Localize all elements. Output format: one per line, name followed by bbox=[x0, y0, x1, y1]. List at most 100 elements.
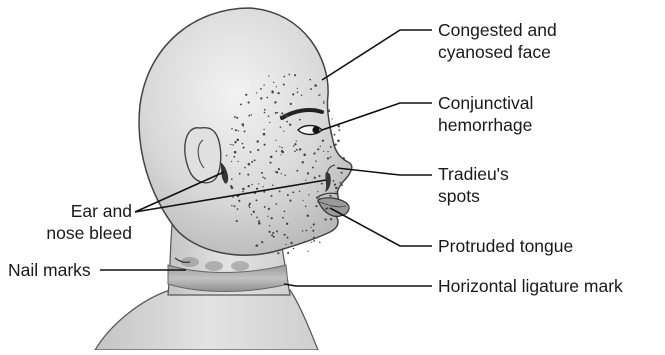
petechia-dot bbox=[334, 134, 336, 136]
label-ear-nose: Ear and nose bleed bbox=[10, 200, 132, 244]
petechia-dot bbox=[280, 154, 281, 155]
petechia-dot bbox=[305, 206, 307, 208]
petechia-dot bbox=[240, 103, 242, 105]
petechia-dot bbox=[268, 115, 270, 117]
petechia-dot bbox=[299, 119, 301, 121]
petechia-dot bbox=[287, 194, 289, 196]
label-tongue: Protruded tongue bbox=[438, 235, 573, 257]
petechia-dot bbox=[262, 186, 263, 187]
petechia-dot bbox=[330, 218, 332, 220]
petechia-dot bbox=[282, 217, 284, 219]
petechia-dot bbox=[236, 117, 238, 119]
petechia-dot bbox=[258, 220, 260, 222]
petechia-dot bbox=[335, 191, 336, 192]
petechia-dot bbox=[258, 183, 259, 184]
petechia-dot bbox=[323, 101, 324, 102]
petechia-dot bbox=[263, 129, 264, 130]
petechia-dot bbox=[279, 190, 281, 192]
petechia-dot bbox=[272, 184, 274, 186]
petechia-dot bbox=[264, 109, 266, 111]
petechia-dot bbox=[230, 144, 231, 145]
label-conjunctival-line1: Conjunctival bbox=[438, 92, 533, 114]
petechia-dot bbox=[275, 171, 276, 172]
leader-ligature bbox=[284, 284, 432, 286]
petechia-dot bbox=[285, 115, 287, 117]
petechia-dot bbox=[331, 118, 332, 119]
petechia-dot bbox=[314, 108, 316, 110]
petechia-dot bbox=[260, 97, 262, 99]
petechia-dot bbox=[296, 140, 297, 141]
petechia-dot bbox=[276, 151, 278, 153]
petechia-dot bbox=[264, 112, 266, 114]
leader-face bbox=[322, 30, 432, 80]
petechia-dot bbox=[271, 234, 273, 236]
petechia-dot bbox=[273, 236, 275, 238]
petechia-dot bbox=[264, 177, 266, 179]
petechia-dot bbox=[266, 97, 268, 99]
petechia-dot bbox=[234, 116, 236, 118]
petechia-dot bbox=[302, 161, 304, 163]
petechia-dot bbox=[327, 151, 328, 152]
petechia-dot bbox=[262, 176, 264, 178]
label-nail: Nail marks bbox=[8, 259, 98, 281]
petechia-dot bbox=[268, 75, 269, 76]
petechia-dot bbox=[341, 172, 343, 174]
petechia-dot bbox=[263, 133, 266, 136]
petechia-dot bbox=[323, 102, 325, 104]
petechia-dot bbox=[269, 162, 271, 164]
petechia-dot bbox=[307, 172, 309, 174]
label-face-line2: cyanosed face bbox=[438, 41, 557, 63]
petechia-dot bbox=[292, 93, 294, 95]
petechia-dot bbox=[260, 88, 262, 90]
petechia-dot bbox=[284, 114, 285, 115]
petechia-dot bbox=[251, 184, 252, 185]
petechia-dot bbox=[330, 133, 332, 135]
petechia-dot bbox=[281, 112, 283, 114]
petechia-dot bbox=[283, 76, 285, 78]
petechia-dot bbox=[294, 150, 296, 152]
label-ligature: Horizontal ligature mark bbox=[438, 275, 623, 297]
petechia-dot bbox=[325, 208, 327, 210]
petechia-dot bbox=[226, 155, 227, 156]
petechia-dot bbox=[256, 140, 258, 142]
petechia-dot bbox=[297, 88, 298, 89]
petechia-dot bbox=[234, 151, 237, 154]
petechia-dot bbox=[238, 130, 239, 131]
petechia-dot bbox=[297, 91, 299, 93]
petechia-dot bbox=[301, 94, 303, 96]
petechia-dot bbox=[267, 216, 268, 217]
petechia-dot bbox=[279, 146, 280, 147]
petechia-dot bbox=[342, 184, 344, 186]
petechia-dot bbox=[274, 102, 276, 104]
label-tardieu-line1: Tradieu's bbox=[438, 163, 509, 185]
petechia-dot bbox=[287, 116, 288, 117]
petechia-dot bbox=[264, 206, 266, 208]
petechia-dot bbox=[257, 149, 259, 151]
label-tardieu-line2: spots bbox=[438, 185, 509, 207]
petechia-dot bbox=[293, 248, 295, 250]
petechia-dot bbox=[276, 86, 277, 87]
petechia-dot bbox=[315, 160, 317, 162]
petechia-dot bbox=[284, 234, 286, 236]
petechia-dot bbox=[294, 74, 296, 76]
petechia-dot bbox=[275, 203, 277, 205]
petechia-dot bbox=[294, 143, 296, 145]
petechia-dot bbox=[284, 210, 286, 212]
petechia-dot bbox=[251, 114, 252, 115]
petechia-dot bbox=[268, 231, 270, 233]
petechia-dot bbox=[248, 205, 250, 207]
petechia-dot bbox=[244, 167, 246, 169]
petechia-dot bbox=[306, 230, 308, 232]
petechia-dot bbox=[275, 112, 277, 114]
petechia-dot bbox=[290, 103, 292, 105]
petechia-dot bbox=[249, 207, 250, 208]
petechia-dot bbox=[324, 218, 326, 220]
petechia-dot bbox=[317, 201, 319, 203]
petechia-dot bbox=[231, 205, 232, 206]
petechia-dot bbox=[302, 230, 304, 232]
petechia-dot bbox=[335, 187, 338, 190]
petechia-dot bbox=[287, 252, 289, 254]
petechia-dot bbox=[312, 167, 314, 169]
petechia-dot bbox=[234, 205, 236, 207]
petechia-dot bbox=[242, 191, 244, 193]
